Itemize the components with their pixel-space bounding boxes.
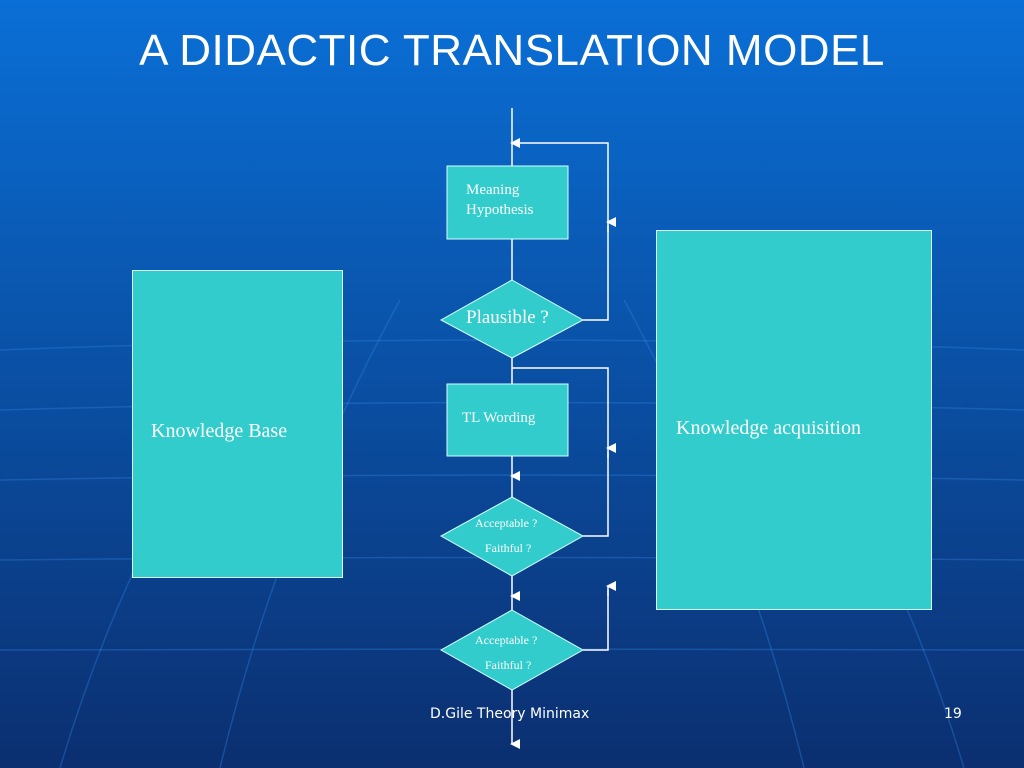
tl-wording-box xyxy=(446,383,569,457)
knowledge-acquisition-box xyxy=(656,230,932,610)
knowledge-base-box xyxy=(132,270,343,578)
feedback-return-1 xyxy=(512,142,609,222)
meaning-hypothesis-label-line2: Hypothesis xyxy=(466,202,534,218)
slide-page-number: 19 xyxy=(944,706,962,722)
knowledge-acquisition-label: Knowledge acquisition xyxy=(676,417,861,439)
check1-faithful-label: Faithful ? xyxy=(485,541,532,555)
check1-acceptable-label: Acceptable ? xyxy=(475,516,538,530)
feedback-return-2 xyxy=(512,367,609,448)
plausible-label: Plausible ? xyxy=(466,307,549,328)
slide-title: A DIDACTIC TRANSLATION MODEL xyxy=(139,26,885,75)
check2-acceptable-label: Acceptable ? xyxy=(475,633,538,647)
knowledge-base-label: Knowledge Base xyxy=(151,420,288,442)
meaning-hypothesis-label-line1: Meaning xyxy=(466,182,520,198)
meaning-hypothesis-box xyxy=(446,165,569,240)
acceptable-faithful-diamond-1 xyxy=(439,496,585,577)
check2-faithful-label: Faithful ? xyxy=(485,658,532,672)
tl-wording-label: TL Wording xyxy=(462,410,536,426)
feedback-loop-3 xyxy=(583,590,609,651)
feedback-loop-1 xyxy=(583,225,609,321)
slide-footer: D.Gile Theory Minimax xyxy=(430,706,590,722)
plausible-diamond xyxy=(439,279,585,359)
feedback-loop-2 xyxy=(583,452,609,537)
acceptable-faithful-diamond-2 xyxy=(439,609,585,691)
